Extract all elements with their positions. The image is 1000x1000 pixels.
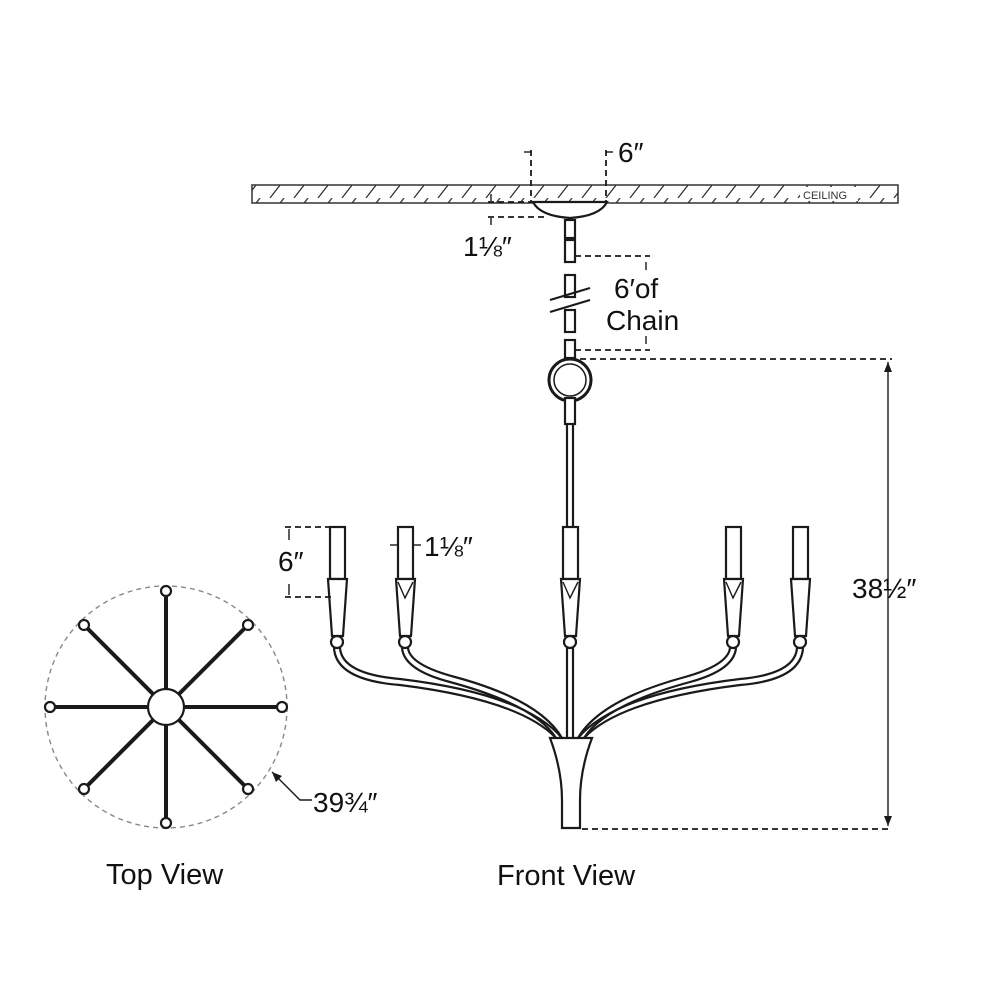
- ceiling-label: CEILING: [803, 190, 847, 202]
- arm-spoke: [164, 623, 250, 709]
- canopy-height-label: 1⅛″: [463, 231, 512, 262]
- front-view-label: Front View: [497, 860, 636, 892]
- arm-end: [275, 700, 289, 714]
- arm-end: [77, 618, 91, 632]
- arm-spoke: [82, 705, 168, 791]
- arm-end: [241, 618, 255, 632]
- arms: [332, 647, 805, 739]
- overall-height-label: 38½″: [852, 573, 916, 604]
- chain: 6′of Chain: [549, 218, 679, 360]
- candle-dimensions: 6″ 1⅛″: [278, 526, 473, 598]
- chain-label: Chain: [606, 305, 679, 336]
- candle-1: [326, 525, 349, 650]
- arm-end: [43, 700, 57, 714]
- arm-end: [159, 584, 173, 598]
- arm-end: [77, 782, 91, 796]
- top-view-label: Top View: [106, 859, 224, 891]
- arm-end: [159, 816, 173, 830]
- canopy: 6″ 1⅛″: [463, 137, 644, 262]
- base-finial: [548, 736, 594, 830]
- diameter-label: 39¾″: [313, 787, 377, 818]
- arm-end: [241, 782, 255, 796]
- chain-length-label: 6′of: [614, 273, 658, 304]
- candle-2: [394, 525, 417, 650]
- candle-height-label: 6″: [278, 546, 304, 577]
- candle-4: [722, 525, 745, 650]
- candles: [326, 525, 812, 650]
- arm-spoke: [82, 623, 168, 709]
- top-view: 39¾″: [43, 584, 377, 830]
- overall-height-dimension: 38½″: [580, 358, 916, 830]
- ceiling: CEILING: [251, 184, 899, 204]
- candle-5: [789, 525, 812, 650]
- canopy-width-label: 6″: [618, 137, 644, 168]
- candle-3: [559, 525, 582, 650]
- candle-width-label: 1⅛″: [424, 531, 473, 562]
- arm-spoke: [164, 705, 250, 791]
